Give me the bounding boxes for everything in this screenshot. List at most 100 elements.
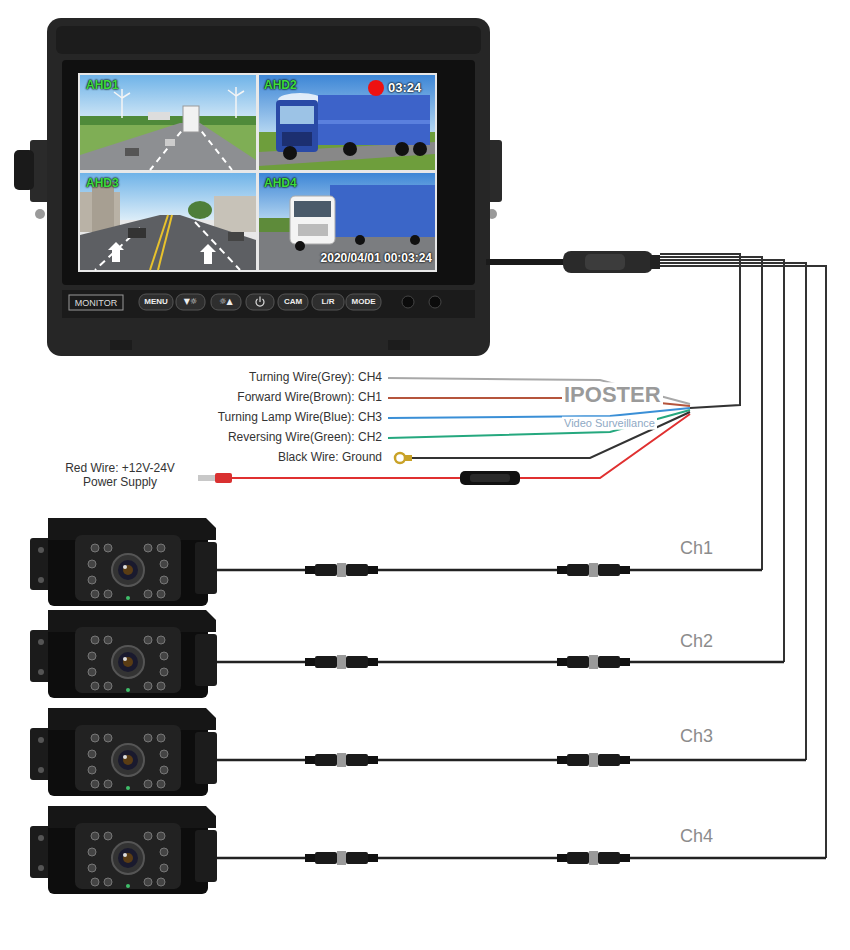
screen-view — [150, 123, 188, 170]
screen-view — [259, 75, 435, 170]
power-plug — [198, 475, 215, 481]
monitor — [62, 60, 475, 285]
main-cable — [650, 255, 660, 269]
illustration — [557, 563, 630, 577]
button-label: MENU — [144, 297, 168, 306]
power-icon — [256, 297, 264, 307]
trigger-wire — [232, 477, 460, 479]
control-button — [246, 294, 274, 310]
control-button — [312, 294, 344, 310]
illustration — [305, 851, 378, 865]
screen-view — [80, 75, 256, 170]
control-button — [402, 296, 414, 308]
monitor — [56, 26, 481, 54]
screen-view — [410, 235, 420, 245]
button-label: L/R — [322, 297, 335, 306]
screen-view — [228, 90, 236, 96]
wire-label: Red Wire: +12V-24V Power Supply — [50, 462, 190, 490]
screen-view — [368, 80, 384, 96]
screen-view — [128, 228, 146, 238]
screen-view — [183, 106, 199, 132]
monitor — [47, 18, 490, 356]
channel-tag: AHD1 — [86, 79, 119, 93]
ground-terminal — [395, 453, 405, 463]
screen-view — [80, 123, 256, 170]
screen-view — [158, 215, 172, 270]
camera-cable — [200, 857, 826, 860]
monitor-mount — [35, 209, 45, 219]
channel-wire — [660, 254, 826, 858]
screen-view — [318, 120, 430, 124]
illustration — [557, 655, 630, 669]
screen-view — [188, 201, 212, 219]
illustration — [30, 610, 217, 698]
screen-view — [235, 87, 237, 96]
channel-wire — [660, 260, 784, 662]
screen-view — [283, 146, 297, 160]
control-button — [176, 294, 205, 310]
illustration — [30, 518, 217, 606]
control-button — [69, 295, 123, 310]
illustration — [305, 753, 378, 767]
screen-view — [114, 92, 122, 98]
button-label: CAM — [284, 297, 302, 306]
screen-view — [294, 201, 331, 217]
channel-wire — [660, 254, 740, 408]
screen-view — [343, 142, 357, 156]
screen-view — [214, 196, 256, 232]
watermark: Video Surveillance — [562, 417, 657, 430]
control-button — [139, 294, 173, 310]
screen-view — [259, 232, 435, 270]
screen-view — [121, 98, 123, 118]
screen-view — [235, 96, 237, 118]
screen-view — [276, 100, 318, 152]
fuse-holder — [460, 471, 520, 485]
monitor — [110, 340, 132, 350]
control-button — [429, 296, 441, 308]
screen-view — [125, 148, 139, 156]
trigger-wire — [520, 414, 690, 478]
main-cable — [563, 251, 653, 273]
screen-view — [228, 232, 244, 241]
screen-view — [330, 185, 435, 237]
screen-view — [148, 112, 170, 120]
button-label: MODE — [352, 297, 376, 306]
trigger-wire — [407, 412, 690, 458]
control-button — [278, 294, 308, 310]
screen-view — [280, 106, 314, 124]
channel-label: Ch4 — [680, 826, 713, 847]
channel-label: Ch1 — [680, 538, 713, 559]
brand-label: MONITOR — [75, 297, 117, 307]
screen-view — [290, 196, 335, 244]
trigger-wire — [232, 378, 690, 478]
monitor-mount — [14, 150, 34, 190]
wire-label: Turning Lamp Wire(Blue): CH3 — [218, 411, 382, 425]
power-plug — [198, 473, 232, 483]
monitor — [78, 73, 437, 272]
illustration — [30, 708, 217, 796]
monitor — [47, 18, 490, 356]
screen-view — [165, 139, 175, 146]
main-cable — [585, 254, 625, 270]
screen-view — [195, 123, 232, 170]
control-button — [69, 294, 441, 310]
screen-view — [413, 142, 427, 156]
monitor — [62, 290, 475, 318]
timestamp: 2020/04/01 00:03:24 — [321, 252, 432, 266]
main-cable — [486, 251, 660, 273]
camera-cable — [200, 570, 826, 858]
wire-label: Black Wire: Ground — [278, 451, 382, 465]
screen-view — [259, 173, 435, 270]
screen-view — [298, 224, 328, 236]
button-label: ☼▲ — [219, 297, 232, 306]
screen-view — [395, 142, 409, 156]
channel-label: Ch2 — [680, 631, 713, 652]
illustration — [30, 806, 217, 894]
illustration — [305, 563, 378, 577]
screen-view — [121, 89, 123, 98]
ground-terminal — [404, 455, 412, 461]
fuse-holder — [460, 471, 520, 485]
screen-view — [108, 242, 124, 262]
wire-label: Reversing Wire(Green): CH2 — [228, 431, 382, 445]
